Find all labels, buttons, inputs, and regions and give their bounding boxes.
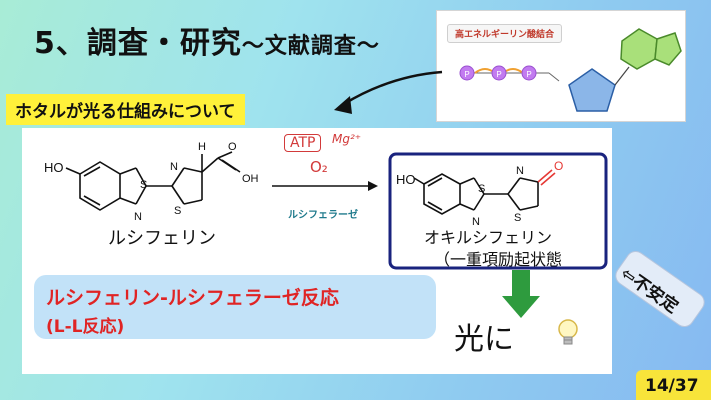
mg-label: Mg²⁺ xyxy=(332,132,362,146)
ribose-pentagon xyxy=(568,68,616,112)
phosphate-3 xyxy=(521,65,537,81)
phosphate-1 xyxy=(459,65,475,81)
luciferin-label: ルシフェリン xyxy=(108,228,216,249)
green-down-arrow xyxy=(502,270,540,318)
excited-state-label: （一重項励起状態 xyxy=(434,250,563,269)
luciferin-o-atom: O xyxy=(228,141,237,153)
instability-callout: ⇦不安定 xyxy=(611,247,710,331)
adenine-ring-1 xyxy=(620,28,658,70)
light-text: 光に xyxy=(454,322,514,357)
o2-label: O₂ xyxy=(310,158,328,176)
phosphate-label-2: P xyxy=(496,70,501,79)
page-number: 14/37 xyxy=(636,370,711,400)
inset-label: 高エネルギーリン酸結合 xyxy=(447,24,563,43)
inset-pointer-arrow xyxy=(334,70,443,114)
luciferase-label: ルシフェラーゼ xyxy=(288,210,358,221)
slide-title: 5、調査・研究〜文献調査〜 xyxy=(34,18,380,62)
oxyluciferin-label: オキルシフェリン xyxy=(424,228,553,247)
luciferin-n-atom: N xyxy=(134,211,142,223)
title-sub: 〜文献調査〜 xyxy=(241,34,380,59)
oxyluciferin-s-atom: S xyxy=(478,183,485,195)
phosphate-label-1: P xyxy=(464,70,469,79)
phosphate-label-3: P xyxy=(526,70,531,79)
lightbulb-icon xyxy=(558,319,578,345)
oxyluciferin-structure xyxy=(413,173,539,215)
reaction-name: ルシフェリン-ルシフェラーゼ反応 xyxy=(46,287,339,309)
reaction-scheme: HO S N N S H O OH xyxy=(44,141,608,318)
oxyluciferin-highlight-box xyxy=(388,152,608,270)
reaction-name-box: ルシフェリン-ルシフェラーゼ反応 (L-L反応) xyxy=(34,275,436,339)
atp-label: ATP xyxy=(284,134,322,152)
luciferin-structure xyxy=(65,151,241,211)
oxyluciferin-n2-atom: N xyxy=(516,165,524,177)
luciferin-ho-label: HO xyxy=(44,160,64,175)
content-card: HO S N N S H O OH xyxy=(22,128,612,374)
reaction-abbrev: (L-L反応) xyxy=(46,317,125,337)
atp-structure-diagram: P P P xyxy=(459,28,682,112)
luciferin-oh-label: OH xyxy=(242,173,259,185)
oxyluciferin-o-atom: O xyxy=(554,159,563,173)
luciferin-h-atom: H xyxy=(198,141,206,153)
title-main: 5、調査・研究 xyxy=(34,26,242,61)
adenine-ring-2 xyxy=(654,32,682,66)
luciferin-s-atom: S xyxy=(140,179,147,191)
oxyluciferin-n-atom: N xyxy=(472,216,480,228)
luciferin-s2-atom: S xyxy=(174,205,181,217)
phosphate-bond-inset: 高エネルギーリン酸結合 P P P xyxy=(436,10,686,122)
oxyluciferin-s2-atom: S xyxy=(514,212,521,224)
section-subtitle: ホタルが光る仕組みについて xyxy=(6,94,245,125)
luciferin-n2-atom: N xyxy=(170,161,178,173)
phosphate-2 xyxy=(491,65,507,81)
oxyluciferin-ho-label: HO xyxy=(396,172,416,187)
